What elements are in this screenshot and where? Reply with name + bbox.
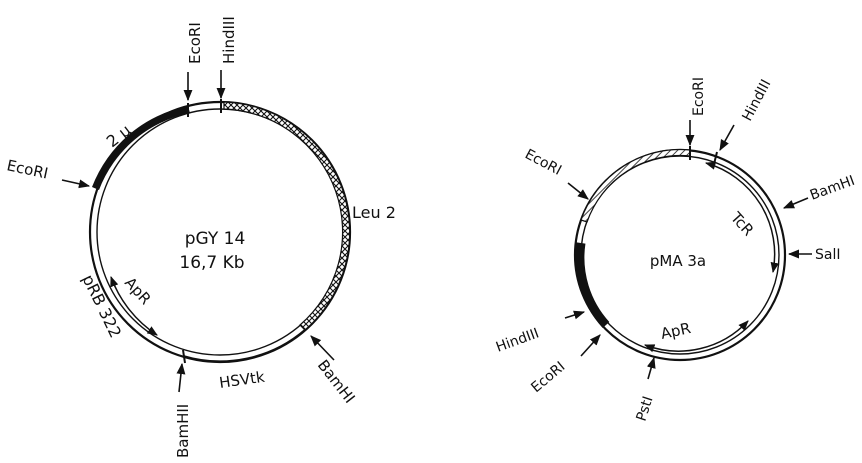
pma3a-bamhi-label: BamHI [808, 173, 857, 204]
pma3a-ecori-bottom-arrow [580, 334, 601, 357]
pma3a-bamhi-arrow [782, 197, 809, 209]
pgy14-name: pGY 14 [185, 229, 246, 249]
plasmid-pma3a: EcoRI HindIII EcoRI BamHI SalI HindIII E… [494, 77, 857, 423]
pma3a-apr-arrow [644, 320, 749, 353]
pgy14-bamhii-tick [182, 349, 186, 364]
hsvtk-label: HSVtk [218, 368, 266, 392]
pgy14-apr-arrow [110, 276, 158, 336]
pma3a-hatched-segment [580, 148, 691, 223]
pgy14-ecori-top-label: EcoRI [186, 22, 204, 64]
two-micron-segment [92, 106, 190, 190]
two-micron-label: 2 µ [103, 121, 135, 152]
pma3a-ecori-top-label: EcoRI [691, 77, 707, 116]
pma3a-hindiii-top-label: HindIII [739, 77, 774, 124]
plasmid-pgy14: EcoRI HindIII EcoRI 2 µ Leu 2 BamHI BamH… [5, 16, 396, 458]
pma3a-tcr-label: TcR [726, 208, 757, 240]
pgy14-bamhii-arrow [176, 362, 186, 393]
pma3a-sali-label: SalI [815, 247, 840, 263]
pma3a-hindiii-left-arrow [564, 310, 586, 320]
pgy14-hindiii-label: HindIII [220, 16, 238, 64]
pma3a-name: pMA 3a [650, 252, 706, 270]
pgy14-bamhii-label: BamHII [174, 404, 192, 458]
pgy14-bamhi-label: BamHI [314, 356, 359, 406]
pbr322-label: pRB 322 [78, 271, 125, 340]
pma3a-hindiii-top-arrow [719, 124, 735, 151]
pgy14-ecori-left-label: EcoRI [5, 156, 50, 182]
hsvtk-segment [182, 329, 306, 363]
pgy14-bamhi-arrow [310, 335, 335, 361]
pma3a-psti-arrow [646, 356, 656, 380]
pma3a-tcr-arrow [704, 161, 779, 274]
pgy14-size: 16,7 Kb [179, 253, 244, 273]
pma3a-apr-label: ApR [659, 319, 692, 343]
pma3a-psti-label: PstI [634, 394, 657, 423]
pgy14-apr-label: ApR [121, 274, 155, 309]
pma3a-black-segment [575, 242, 610, 329]
pma3a-ecori-left-label: EcoRI [522, 146, 564, 178]
leu2-segment [223, 101, 351, 331]
pma3a-ecori-left-arrow [567, 182, 589, 200]
leu2-label: Leu 2 [352, 203, 396, 222]
pma3a-ecori-bottom-label: EcoRI [528, 359, 568, 396]
pma3a-hindiii-left-label: HindIII [494, 325, 541, 355]
pgy14-ecori-left-arrow [61, 179, 91, 189]
